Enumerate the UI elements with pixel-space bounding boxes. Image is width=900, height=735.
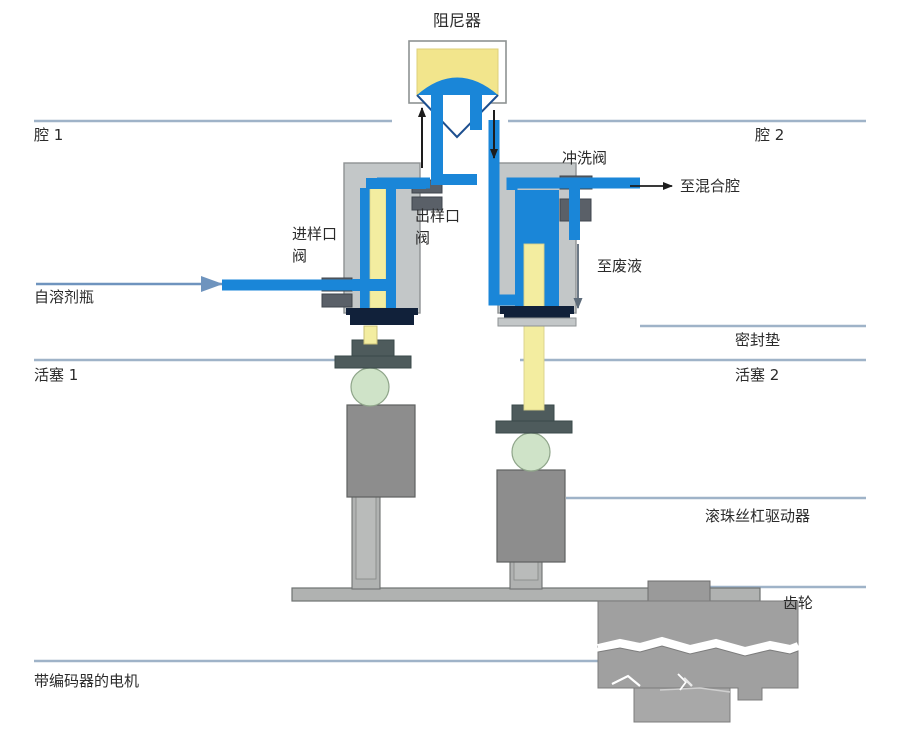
label-piston-1: 活塞 1	[34, 366, 78, 384]
label-inlet-valve-line1: 进样口	[292, 225, 337, 243]
label-to-waste: 至废液	[597, 257, 642, 275]
label-ball-screw-driver: 滚珠丝杠驱动器	[705, 507, 810, 525]
label-chamber-2: 腔 2	[755, 126, 784, 144]
right-blue-tubing	[488, 120, 640, 306]
label-outlet-valve-line2: 阀	[415, 229, 430, 247]
label-chamber-1: 腔 1	[34, 126, 63, 144]
left-tubing-overlay	[352, 178, 426, 291]
left-piston-rod-lower	[363, 325, 378, 345]
motor-with-encoder-body	[597, 580, 800, 723]
label-motor-with-encoder: 带编码器的电机	[34, 672, 139, 690]
label-damper: 阻尼器	[433, 11, 481, 30]
right-ball-bearing	[511, 432, 551, 472]
left-piston-mount	[334, 339, 412, 369]
label-from-solvent-bottle: 自溶剂瓶	[34, 288, 94, 306]
label-gear: 齿轮	[783, 594, 813, 612]
left-seal-gasket	[346, 308, 418, 325]
right-piston-rod-lower	[523, 321, 545, 411]
left-drive-body	[346, 404, 416, 498]
left-ball-bearing	[350, 367, 390, 407]
right-drive-body	[496, 469, 566, 563]
damper-riser-tubes	[431, 90, 482, 185]
label-to-mixing-chamber: 至混合腔	[680, 177, 740, 195]
flush-valve-stem	[569, 188, 580, 240]
leader-lines	[34, 119, 866, 663]
label-inlet-valve-line2: 阀	[292, 247, 307, 265]
damper-flow-arrows	[418, 107, 498, 168]
right-piston-rod-upper	[523, 243, 545, 311]
label-outlet-valve-line1: 出样口	[415, 207, 460, 225]
label-seal-gasket: 密封垫	[735, 331, 780, 349]
label-piston-2: 活塞 2	[735, 366, 779, 384]
right-seal-gasket	[497, 306, 577, 327]
label-flush-valve: 冲洗阀	[562, 149, 607, 167]
